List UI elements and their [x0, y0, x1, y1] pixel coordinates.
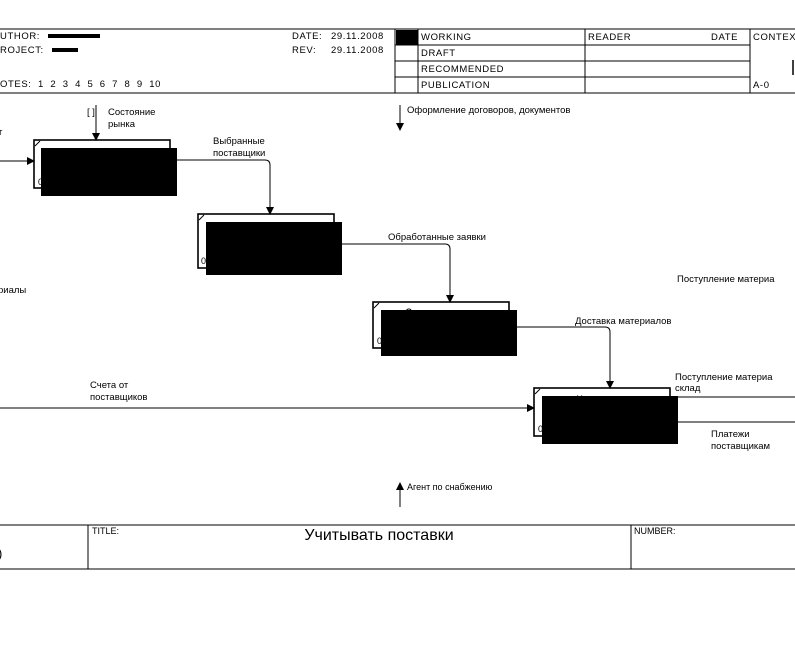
activity-box-2[interactable]: Подача заявки на материал 0р. 2: [197, 213, 342, 275]
activity-2-number: 2: [322, 256, 327, 266]
footer-frame: [0, 524, 795, 570]
activity-box-4[interactable]: Контроль исполнения поставок и оплат 0р.…: [533, 387, 678, 444]
footer-node-cut: ): [0, 546, 2, 561]
header-frame: [0, 28, 795, 94]
arrow-label-market-state-1: Состояние: [108, 107, 155, 118]
activity-2-line-2: материал: [240, 236, 292, 248]
rev-label: REV:: [292, 45, 316, 56]
arrow-label-supply-agent: Агент по снабжению: [407, 482, 493, 492]
activity-box-3[interactable]: Заключение договоров на поставку 0р. 3: [372, 301, 517, 356]
arrow-label-delivery: Доставка материалов: [575, 316, 671, 327]
date-label: DATE:: [292, 31, 322, 42]
activity-3-line-1: Заключение: [405, 308, 470, 320]
arrow-label-selected-2: поставщики: [213, 148, 265, 159]
arrow-selected-suppliers[interactable]: [170, 159, 274, 215]
diagram-title: Учитывать поставки: [304, 527, 453, 544]
arrow-label-input-cut: т: [0, 127, 3, 138]
activity-4-line-3: поставок и оплат: [557, 421, 649, 433]
working-status-marker: [396, 30, 418, 45]
status-draft: DRAFT: [421, 48, 456, 59]
project-redacted: [52, 48, 78, 52]
number-label: NUMBER:: [634, 526, 676, 536]
arrow-label-selected-1: Выбранные: [213, 136, 265, 147]
notes-list: 1 2 3 4 5 6 7 8 9 10: [38, 79, 161, 90]
activity-4-cost: 0р.: [538, 424, 551, 434]
date-value: 29.11.2008: [331, 31, 384, 42]
title-label: TITLE:: [92, 526, 119, 536]
activity-1-line-1: Выбор: [84, 148, 119, 160]
activity-4-line-1: Контроль: [576, 395, 626, 407]
arrow-label-invoices-2: поставщиков: [90, 392, 147, 403]
status-working: WORKING: [421, 32, 472, 43]
reader-date-label: DATE: [711, 32, 738, 43]
rev-value: 29.11.2008: [331, 45, 384, 56]
arrow-label-contract-docs: Оформление договоров, документов: [407, 105, 570, 116]
activity-3-number: 3: [497, 336, 502, 346]
status-publication: PUBLICATION: [421, 80, 490, 91]
context-label: CONTEX: [753, 32, 795, 43]
arrow-label-receipt-top: Поступление материа: [677, 274, 775, 285]
node-number: A-0: [753, 80, 770, 91]
arrow-label-warehouse-1: Поступление материа: [675, 372, 773, 383]
arrow-processed-requests[interactable]: [334, 243, 454, 303]
arrow-label-payments-1: Платежи: [711, 429, 750, 440]
reader-label: READER: [588, 32, 631, 43]
activity-box-1[interactable]: Выбор поставщиков 0р. 1: [33, 139, 177, 196]
project-label: ROJECT:: [0, 45, 44, 56]
activity-3-line-2: договоров: [411, 321, 466, 333]
activity-3-cost: 0р.: [377, 336, 390, 346]
status-recommended: RECOMMENDED: [421, 64, 504, 75]
activity-2-line-1: Подача заявки на: [219, 223, 314, 235]
arrow-label-market-state-2: рынка: [108, 119, 136, 130]
arrow-label-materials-cut: риалы: [0, 285, 26, 296]
activity-3-line-3: на поставку: [412, 334, 475, 346]
author-label: UTHOR:: [0, 31, 40, 42]
arrow-label-invoices-1: Счета от: [90, 380, 129, 391]
activity-2-cost: 0р.: [201, 256, 214, 266]
activity-4-line-2: исполнения: [569, 408, 632, 420]
activity-1-line-2: поставщиков: [67, 161, 137, 173]
notes-label: OTES:: [0, 79, 32, 90]
arrow-label-warehouse-2: склад: [675, 383, 701, 394]
author-redacted: [48, 34, 100, 38]
activity-1-cost: 0р.: [38, 177, 51, 187]
tunnel-icon: [ ]: [87, 107, 95, 118]
arrow-label-processed: Обработанные заявки: [388, 232, 486, 243]
activity-1-number: 1: [151, 177, 156, 187]
arrow-label-payments-2: поставщикам: [711, 441, 770, 452]
arrow-material-delivery[interactable]: [509, 326, 614, 389]
activity-4-number: 4: [657, 424, 662, 434]
